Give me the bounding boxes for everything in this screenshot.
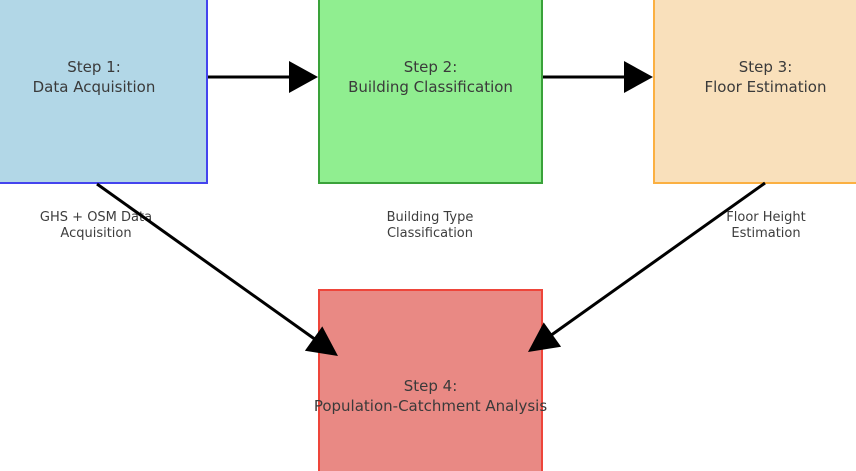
step1-caption: GHS + OSM Data Acquisition: [40, 210, 152, 242]
step1-caption-line2: Acquisition: [60, 226, 132, 241]
arrow-step3-to-step4-icon: [528, 181, 766, 352]
step2-title-line2: Building Classification: [348, 78, 513, 96]
step2-title-line1: Step 2:: [403, 58, 458, 76]
step4-box: Step 4: Population-Catchment Analysis: [314, 289, 547, 471]
step3-title-line2: Floor Estimation: [704, 78, 827, 96]
step1-title-line1: Step 1:: [67, 58, 121, 76]
step2-label: Step 2: Building Classification: [348, 57, 513, 97]
step2-caption: Building Type Classification: [387, 210, 474, 242]
step3-title-line1: Step 3:: [738, 58, 793, 76]
step2-box: Step 2: Building Classification: [318, 0, 543, 184]
step1-label: Step 1: Data Acquisition: [33, 57, 156, 97]
step4-label: Step 4: Population-Catchment Analysis: [314, 376, 547, 416]
step2-caption-line2: Classification: [386, 226, 474, 241]
step3-box: Step 3: Floor Estimation: [653, 0, 856, 184]
step4-title-line1: Step 4:: [403, 377, 458, 395]
step2-caption-line1: Building Type: [386, 210, 474, 225]
step1-caption-line1: GHS + OSM Data: [39, 210, 153, 225]
step1-title-line2: Data Acquisition: [32, 78, 156, 96]
arrow-step2-to-step3-icon: [543, 61, 653, 93]
arrow-step1-to-step2-icon: [208, 61, 318, 93]
step3-caption-line2: Estimation: [731, 226, 801, 241]
step3-label: Step 3: Floor Estimation: [705, 57, 827, 97]
step1-box: Step 1: Data Acquisition: [0, 0, 208, 184]
step3-caption: Floor Height Estimation: [726, 210, 805, 242]
step4-title-line2: Population-Catchment Analysis: [313, 397, 548, 415]
step3-caption-line1: Floor Height: [726, 210, 806, 225]
